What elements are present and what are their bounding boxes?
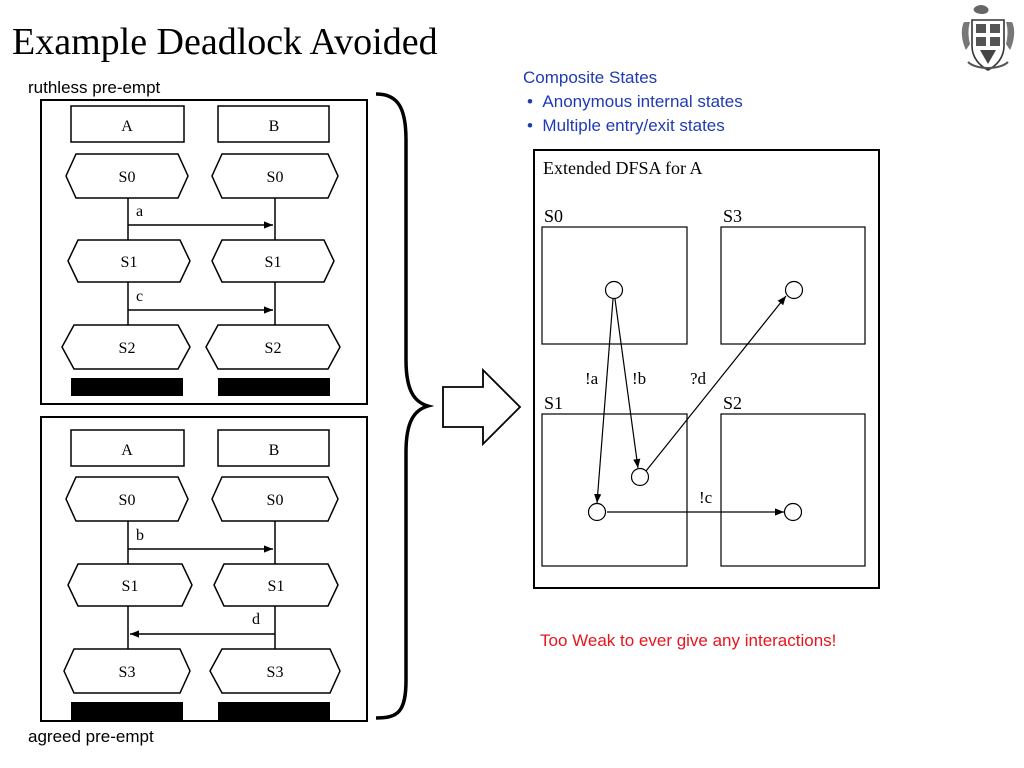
bullet-item: • Multiple entry/exit states: [527, 116, 725, 135]
bottom-panel-label: agreed pre-empt: [28, 727, 154, 746]
dfsa-node: [587, 502, 607, 522]
dfsa-node: [604, 280, 624, 300]
top-panel: A B S0 S1 S2 S0 S1 S2 a c: [40, 99, 368, 405]
bottom-process-b: [217, 429, 330, 467]
warning-text: Too Weak to ever give any interactions!: [540, 631, 837, 650]
bottom-msg-d-label: d: [252, 611, 260, 628]
bottom-a-state-1: [67, 563, 193, 607]
bottom-b-state-2: [209, 648, 341, 694]
dfsa-label-d: ?d: [690, 369, 707, 388]
bottom-msg-b-label: b: [136, 527, 144, 544]
bottom-b-terminator: [218, 702, 330, 720]
top-a-state-2-label: S2: [119, 340, 136, 357]
bottom-panel-frame: [40, 416, 368, 722]
bottom-a-state-0: [65, 476, 189, 522]
dfsa-state-s2-label: S2: [723, 393, 742, 413]
dfsa-node: [784, 280, 804, 300]
top-b-state-2-label: S2: [265, 340, 282, 357]
top-a-state-1-label: S1: [121, 254, 138, 271]
top-b-state-1-label: S1: [265, 254, 282, 271]
bottom-b-state-0: [211, 476, 339, 522]
bottom-a-terminator: [71, 702, 183, 720]
composite-heading: Composite States: [523, 68, 658, 87]
bottom-panel: A B S0 S1 S3 S0 S1 S3 b d: [40, 416, 368, 722]
bottom-a-state-1-label: S1: [122, 578, 139, 595]
bullet-text: Anonymous internal states: [542, 92, 743, 111]
dfsa-state-s2: [720, 413, 866, 567]
bottom-process-a-label: A: [121, 442, 133, 459]
dfsa-frame: [533, 149, 880, 589]
top-panel-label: ruthless pre-empt: [28, 78, 161, 97]
bottom-b-state-0-label: S0: [267, 492, 284, 509]
bottom-a-state-2-label: S3: [119, 664, 136, 681]
composite-states-list: Composite States • Anonymous internal st…: [523, 66, 743, 138]
bottom-process-b-label: B: [269, 442, 280, 459]
bottom-a-state-2: [63, 648, 191, 694]
dfsa-state-s3: [720, 226, 866, 345]
dfsa-panel: Extended DFSA for A S0 S3 S1 S2 !a !b ?d…: [533, 149, 880, 589]
dfsa-transition-b: [614, 298, 641, 469]
top-process-b: [217, 105, 330, 143]
top-msg-c-label: c: [136, 288, 143, 305]
top-panel-frame: [40, 99, 368, 405]
top-a-state-0: [65, 153, 189, 199]
dfsa-state-s3-label: S3: [723, 206, 742, 226]
top-msg-a-label: a: [136, 203, 143, 220]
bottom-b-state-2-label: S3: [267, 664, 284, 681]
top-process-a-label: A: [121, 118, 133, 135]
dfsa-node: [630, 467, 650, 487]
bottom-a-state-0-label: S0: [119, 492, 136, 509]
right-arrow-icon: [442, 367, 522, 447]
dfsa-node: [783, 502, 803, 522]
bottom-b-state-1-label: S1: [268, 578, 285, 595]
dfsa-transition-d: [645, 295, 787, 472]
bullet-text: Multiple entry/exit states: [542, 116, 725, 135]
page-title: Example Deadlock Avoided: [12, 21, 438, 63]
bullet-item: • Anonymous internal states: [527, 92, 743, 111]
dfsa-title: Extended DFSA for A: [543, 158, 703, 178]
top-process-a: [70, 105, 185, 143]
brace-icon: [375, 92, 435, 720]
dfsa-label-c: !c: [699, 488, 713, 507]
dfsa-state-s0: [541, 226, 688, 345]
top-b-terminator: [218, 378, 330, 396]
top-a-terminator: [71, 378, 183, 396]
bottom-process-a: [70, 429, 185, 467]
top-b-state-0: [211, 153, 339, 199]
top-process-b-label: B: [269, 118, 280, 135]
top-b-state-1: [211, 239, 335, 283]
dfsa-state-s0-label: S0: [544, 206, 563, 226]
top-b-state-2: [205, 324, 341, 370]
bottom-b-state-1: [213, 563, 339, 607]
dfsa-state-s1-label: S1: [544, 393, 563, 413]
dfsa-transition-a: [594, 298, 614, 504]
top-a-state-1: [67, 239, 191, 283]
dfsa-label-a: !a: [585, 369, 599, 388]
dfsa-label-b: !b: [632, 369, 646, 388]
dfsa-state-s1: [541, 413, 688, 567]
top-a-state-2: [61, 324, 191, 370]
top-a-state-0-label: S0: [119, 169, 136, 186]
top-b-state-0-label: S0: [267, 169, 284, 186]
crest-icon: [961, 5, 1015, 71]
